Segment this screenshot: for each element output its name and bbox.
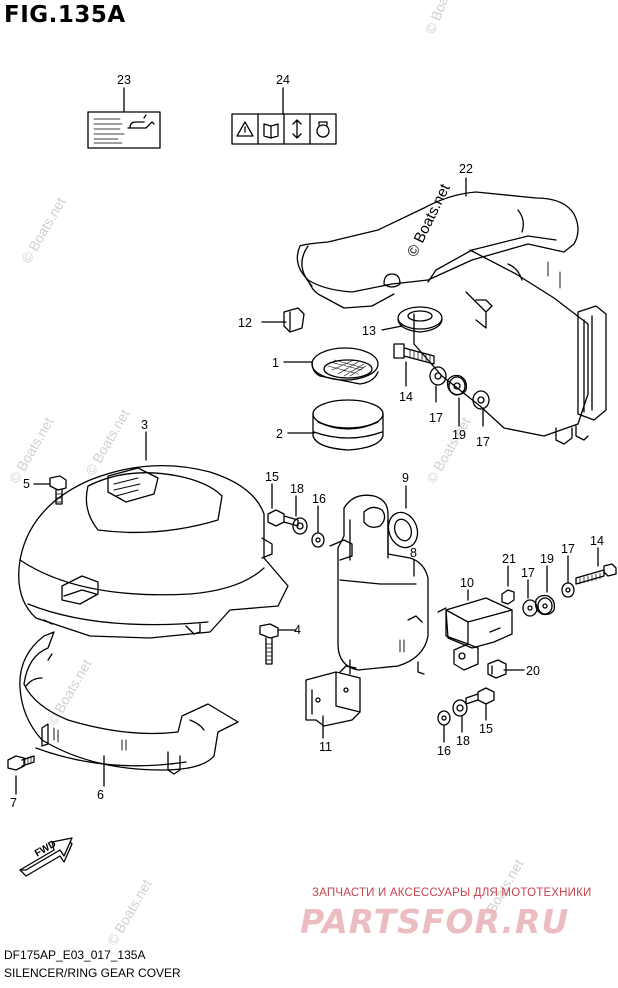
callout-9: 9 [402, 471, 409, 485]
callout-8: 8 [410, 546, 417, 560]
callout-3: 3 [141, 418, 148, 432]
label-23-oil-sticker [87, 87, 161, 149]
part-17-washer-upper [429, 366, 447, 403]
part-21-nut [501, 565, 515, 605]
callout-14-right: 14 [590, 534, 604, 548]
callout-17-upper-a: 17 [429, 411, 443, 425]
figure-title: FIG.135A [4, 2, 126, 28]
callout-24: 24 [276, 73, 290, 87]
callout-19-upper: 19 [452, 428, 466, 442]
part-19-bush-upper [446, 374, 468, 427]
callout-22: 22 [459, 162, 473, 176]
part-19-bush-right [534, 565, 556, 616]
part-17-washer-upper-b [472, 390, 490, 427]
callout-16-lower: 16 [437, 744, 451, 758]
callout-4: 4 [294, 623, 301, 637]
cap-icon [316, 124, 330, 138]
callout-11: 11 [319, 740, 332, 754]
callout-15-lower: 15 [479, 722, 493, 736]
callout-14-upper: 14 [399, 390, 413, 404]
partsfor-logo: PARTSFOR.RU [300, 902, 570, 941]
callout-17-right-a: 17 [521, 566, 535, 580]
callout-1: 1 [272, 356, 279, 370]
callout-13: 13 [362, 324, 376, 338]
figure-name: SILENCER/RING GEAR COVER [4, 966, 181, 980]
callout-16-upper: 16 [312, 492, 326, 506]
callout-18-upper: 18 [290, 482, 304, 496]
callout-2: 2 [276, 427, 283, 441]
manual-book-icon [263, 123, 279, 139]
callout-6: 6 [97, 788, 104, 802]
part-17-washer-right-b [561, 555, 575, 598]
part-9-grommet [387, 485, 419, 549]
callout-5: 5 [23, 477, 30, 491]
part-5-bolt [33, 475, 67, 505]
callout-19-right: 19 [540, 552, 554, 566]
part-11-bracket [305, 665, 361, 739]
part-2-ring [287, 399, 384, 451]
part-14-bolt-upper [393, 343, 435, 387]
part-6-lower-cover [19, 631, 239, 787]
callout-15-upper: 15 [265, 470, 279, 484]
part-17-washer-right-a [522, 579, 538, 617]
callout-10: 10 [460, 576, 474, 590]
callout-7: 7 [10, 796, 17, 810]
part-13-grommet [381, 306, 443, 333]
part-22-silencer-case [296, 177, 607, 445]
fwd-arrow-icon [19, 837, 73, 877]
figure-code: DF175AP_E03_017_135A [4, 948, 146, 962]
part-4-bolt [259, 623, 297, 665]
part-16-washer-lower [437, 710, 451, 743]
callout-23: 23 [117, 73, 131, 87]
part-8-silencer-box [329, 494, 429, 675]
label-24-warning-sticker [231, 87, 337, 145]
part-12-clip [261, 307, 305, 333]
callout-21: 21 [502, 552, 516, 566]
part-7-bolt [7, 755, 35, 795]
callout-17-upper-b: 17 [476, 435, 490, 449]
oil-can-icon [127, 121, 155, 129]
up-down-arrow-icon [292, 119, 302, 139]
part-3-ring-gear-cover [18, 431, 289, 639]
part-14-bolt-right [575, 547, 617, 585]
callout-18-lower: 18 [456, 734, 470, 748]
part-18-collar-upper [292, 495, 308, 535]
part-16-washer-upper [311, 505, 325, 548]
callout-20: 20 [526, 664, 540, 678]
part-18-collar-lower [452, 699, 468, 733]
callout-12: 12 [238, 316, 252, 330]
part-1-filter [283, 347, 379, 385]
callout-17-right-b: 17 [561, 542, 575, 556]
partsfor-subtitle: ЗАПЧАСТИ И АКСЕССУАРЫ ДЛЯ МОТОТЕХНИКИ [312, 887, 592, 899]
part-20-clip [487, 659, 525, 679]
warning-triangle-icon [236, 121, 254, 137]
part-15-bolt-lower [465, 687, 495, 721]
part-10-bracket [437, 589, 513, 671]
